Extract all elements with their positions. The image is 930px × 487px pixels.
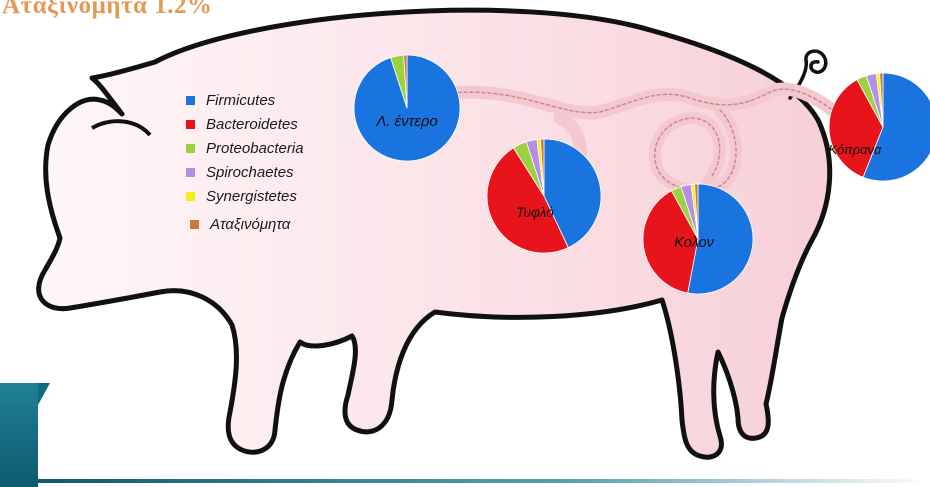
legend-item-synergistetes: Synergistetes	[186, 184, 304, 208]
legend-label: Bacteroidetes	[206, 116, 298, 133]
legend-swatch	[190, 220, 199, 229]
legend-label: Proteobacteria	[206, 140, 304, 157]
page-title: Αταξινόμητα 1.2%	[2, 0, 212, 20]
slide-accent-bar	[0, 383, 38, 487]
legend-swatch	[186, 120, 195, 129]
label-small-intestine: Λ. έντερο	[375, 113, 438, 130]
label-colon: Κολον	[674, 235, 715, 251]
legend-item-unclassified: Αταξινόμητα	[190, 212, 304, 236]
pie-chart-cecum	[487, 139, 601, 253]
legend-item-bacteroidetes: Bacteroidetes	[186, 112, 304, 136]
legend-label: Firmicutes	[206, 92, 275, 109]
pie-chart-small-intestine	[354, 55, 460, 161]
legend-label: Spirochaetes	[206, 164, 294, 181]
pie-chart-feces	[829, 73, 930, 181]
legend-swatch	[186, 144, 195, 153]
legend: Firmicutes Bacteroidetes Proteobacteria …	[186, 88, 304, 236]
legend-label: Αταξινόμητα	[210, 216, 290, 233]
legend-label: Synergistetes	[206, 188, 297, 205]
label-cecum: Τυφλό	[516, 205, 554, 220]
legend-swatch	[186, 96, 195, 105]
legend-swatch	[186, 168, 195, 177]
legend-item-spirochaetes: Spirochaetes	[186, 160, 304, 184]
slide-bottom-rule	[38, 479, 930, 483]
legend-item-proteobacteria: Proteobacteria	[186, 136, 304, 160]
label-feces: Κόπρανα	[829, 142, 883, 157]
legend-item-firmicutes: Firmicutes	[186, 88, 304, 112]
slide-accent-corner	[38, 383, 50, 405]
legend-swatch	[186, 192, 195, 201]
